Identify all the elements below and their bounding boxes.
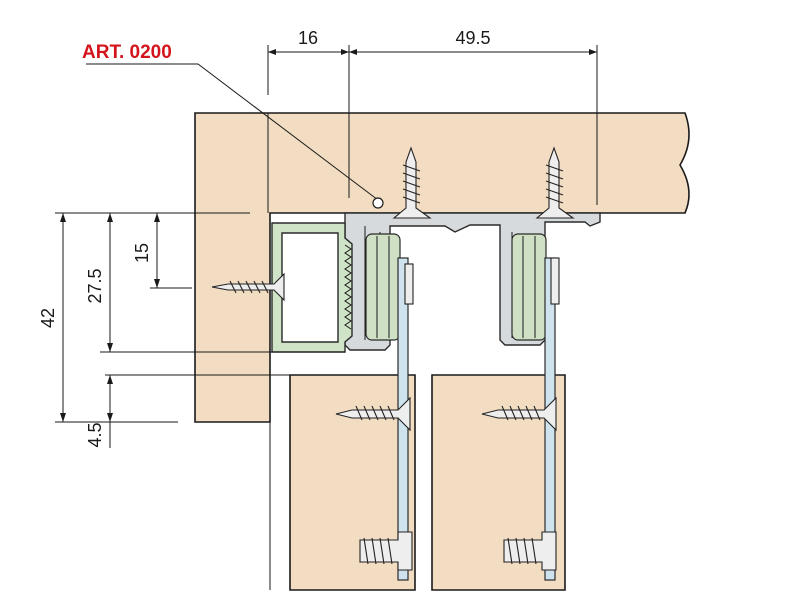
left-door-panel — [289, 374, 416, 591]
door-screw-left-upper — [335, 396, 411, 432]
door-screw-left-lower — [359, 531, 413, 571]
right-hanger-bolt — [550, 257, 560, 305]
ceiling-screw-right — [535, 146, 575, 219]
dim-15-label: 15 — [132, 243, 152, 263]
ceiling-screw-left — [392, 146, 432, 219]
dim-16-label: 16 — [298, 28, 318, 48]
dim-4-5-label: 4.5 — [85, 422, 105, 447]
article-label: ART. 0200 — [82, 42, 172, 63]
top-wood-beam — [194, 112, 690, 423]
dimension-top — [267, 45, 598, 205]
jamb-screw — [211, 272, 285, 302]
left-roller — [365, 233, 401, 341]
article-leader-dot — [372, 197, 384, 209]
door-screw-right-upper — [481, 396, 557, 432]
article-leader-line — [86, 63, 379, 201]
right-roller — [511, 233, 547, 341]
right-door-panel — [431, 374, 566, 591]
door-screw-right-lower — [503, 531, 557, 571]
dimension-left — [55, 212, 345, 448]
green-profile-teeth — [344, 244, 352, 330]
dim-42-label: 42 — [38, 308, 58, 328]
dim-49-5-label: 49.5 — [455, 28, 490, 48]
dim-27-5-label: 27.5 — [85, 268, 105, 303]
left-hanger-bolt — [404, 263, 414, 305]
